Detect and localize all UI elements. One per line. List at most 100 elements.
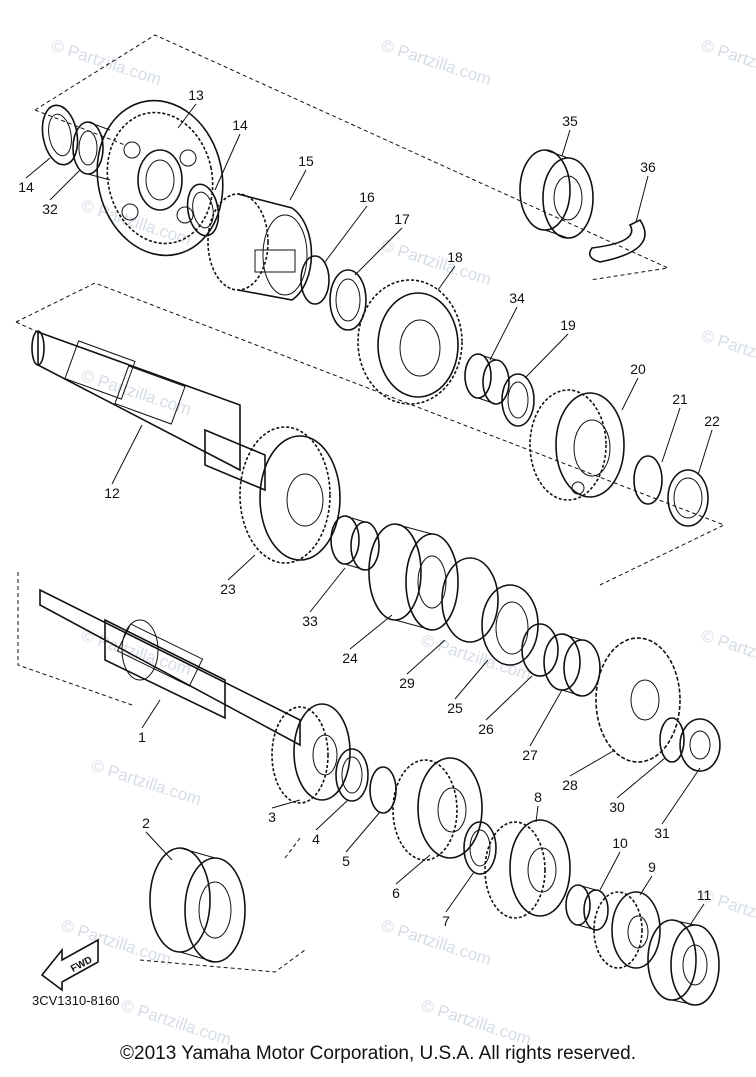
leader-line-p11	[689, 903, 705, 926]
part-label-p3: 3	[268, 809, 276, 825]
part-22-washer	[667, 469, 709, 527]
part-label-p8: 8	[534, 789, 542, 805]
part-label-p20: 20	[630, 361, 646, 377]
part-16-circlip	[300, 255, 330, 305]
frame-middle-group	[15, 282, 726, 586]
part-13-large-gear	[96, 99, 224, 257]
part-label-p22: 22	[704, 413, 720, 429]
leader-line-p9	[639, 875, 653, 896]
part-label-p29: 29	[399, 675, 415, 691]
leader-line-p29	[406, 639, 446, 675]
watermark-text: © Partzilla.com	[119, 996, 234, 1049]
leader-line-p33	[309, 567, 346, 613]
leader-line-p28	[569, 749, 616, 777]
part-label-p33: 33	[302, 613, 318, 629]
part-31-nut	[679, 718, 721, 772]
leader-line-p8	[535, 805, 539, 823]
part-label-p11: 11	[697, 887, 712, 903]
watermark-text: © Partzilla.com	[699, 36, 756, 89]
part-label-p25: 25	[447, 700, 463, 716]
part-label-p18: 18	[447, 249, 463, 265]
part-label-p17: 17	[394, 211, 410, 227]
part-25-oil-seal	[481, 584, 539, 666]
part-label-p16: 16	[359, 189, 375, 205]
leader-line-p31	[661, 767, 701, 825]
watermark-text: © Partzilla.com	[379, 916, 494, 969]
part-32-bushing	[72, 121, 111, 181]
leader-line-p22	[697, 429, 713, 476]
watermark-text: © Partzilla.com	[49, 36, 164, 89]
part-label-p9: 9	[648, 859, 656, 875]
part-20-gear	[529, 389, 625, 501]
leader-line-p32	[49, 169, 81, 201]
part-4-washer	[335, 748, 369, 802]
watermark-text: © Partzilla.com	[89, 756, 204, 809]
leader-line-p21	[661, 407, 681, 463]
part-5-circlip	[369, 766, 397, 814]
leader-line-p34	[489, 306, 518, 361]
part-6-gear	[392, 757, 483, 861]
watermark-text: © Partzilla.com	[379, 36, 494, 89]
leader-line-p12	[111, 424, 143, 485]
part-label-p34: 34	[509, 290, 525, 306]
part-label-p2: 2	[142, 815, 150, 831]
part-label-p14a: 14	[18, 179, 34, 195]
part-label-p13: 13	[188, 87, 204, 103]
watermark-layer: © Partzilla.com © Partzilla.com © Partzill…	[49, 36, 756, 1049]
leader-lines	[25, 103, 713, 926]
leader-line-p23	[227, 554, 256, 581]
watermark-text: © Partzilla.com	[419, 996, 534, 1049]
part-24-bearing	[368, 523, 459, 631]
part-23-gear	[239, 426, 341, 564]
leader-line-p18	[437, 265, 456, 291]
part-label-p23: 23	[220, 581, 236, 597]
diagram-code: 3CV1310-8160	[32, 993, 119, 1008]
leader-line-p13	[177, 103, 197, 129]
watermark-text: © Partzilla.com	[699, 326, 756, 379]
part-7-washer	[463, 821, 497, 875]
part-33-bushing	[330, 515, 380, 571]
part-28-sprocket	[595, 637, 681, 763]
part-label-p21: 21	[672, 391, 688, 407]
leader-line-p2	[145, 831, 173, 861]
part-30-lock-washer	[659, 717, 685, 763]
leader-line-p4	[315, 799, 349, 831]
leader-line-p25	[454, 659, 489, 700]
leader-line-p14b	[214, 133, 241, 191]
leader-line-p20	[621, 377, 639, 411]
watermark-text: © Partzilla.com	[699, 626, 756, 679]
part-10-bushing	[565, 884, 609, 931]
leader-line-p15	[289, 169, 307, 201]
frame-lower-group	[17, 572, 306, 973]
watermark-text: © Partzilla.com	[379, 236, 494, 289]
watermark-text: © Partzilla.com	[419, 631, 534, 684]
part-11-bearing	[647, 919, 720, 1006]
part-21-circlip	[633, 455, 663, 505]
part-label-p30: 30	[609, 799, 625, 815]
part-label-p24: 24	[342, 650, 358, 666]
leader-line-p36	[635, 175, 649, 223]
leader-line-p16	[324, 205, 368, 263]
part-label-p26: 26	[478, 721, 494, 737]
part-label-p15: 15	[298, 153, 314, 169]
part-label-p4: 4	[312, 831, 320, 847]
part-19-washer	[501, 373, 535, 427]
part-label-p12: 12	[104, 485, 120, 501]
part-label-p32: 32	[42, 201, 58, 217]
part-label-p31: 31	[654, 825, 670, 841]
leader-line-p17	[354, 227, 403, 276]
leader-line-p30	[616, 757, 666, 799]
frame-upper-group	[34, 34, 670, 281]
part-29-circlip	[441, 557, 499, 643]
part-18-gear	[357, 279, 463, 405]
leader-line-p1	[141, 699, 161, 729]
part-label-p35: 35	[562, 113, 578, 129]
fwd-arrow-icon: FWD	[40, 938, 99, 992]
leader-line-p6	[395, 854, 431, 885]
leader-line-p19	[524, 333, 569, 379]
part-label-p6: 6	[392, 885, 400, 901]
leader-line-p7	[445, 871, 475, 913]
part-12-drive-axle	[31, 330, 266, 492]
part-label-p19: 19	[560, 317, 576, 333]
